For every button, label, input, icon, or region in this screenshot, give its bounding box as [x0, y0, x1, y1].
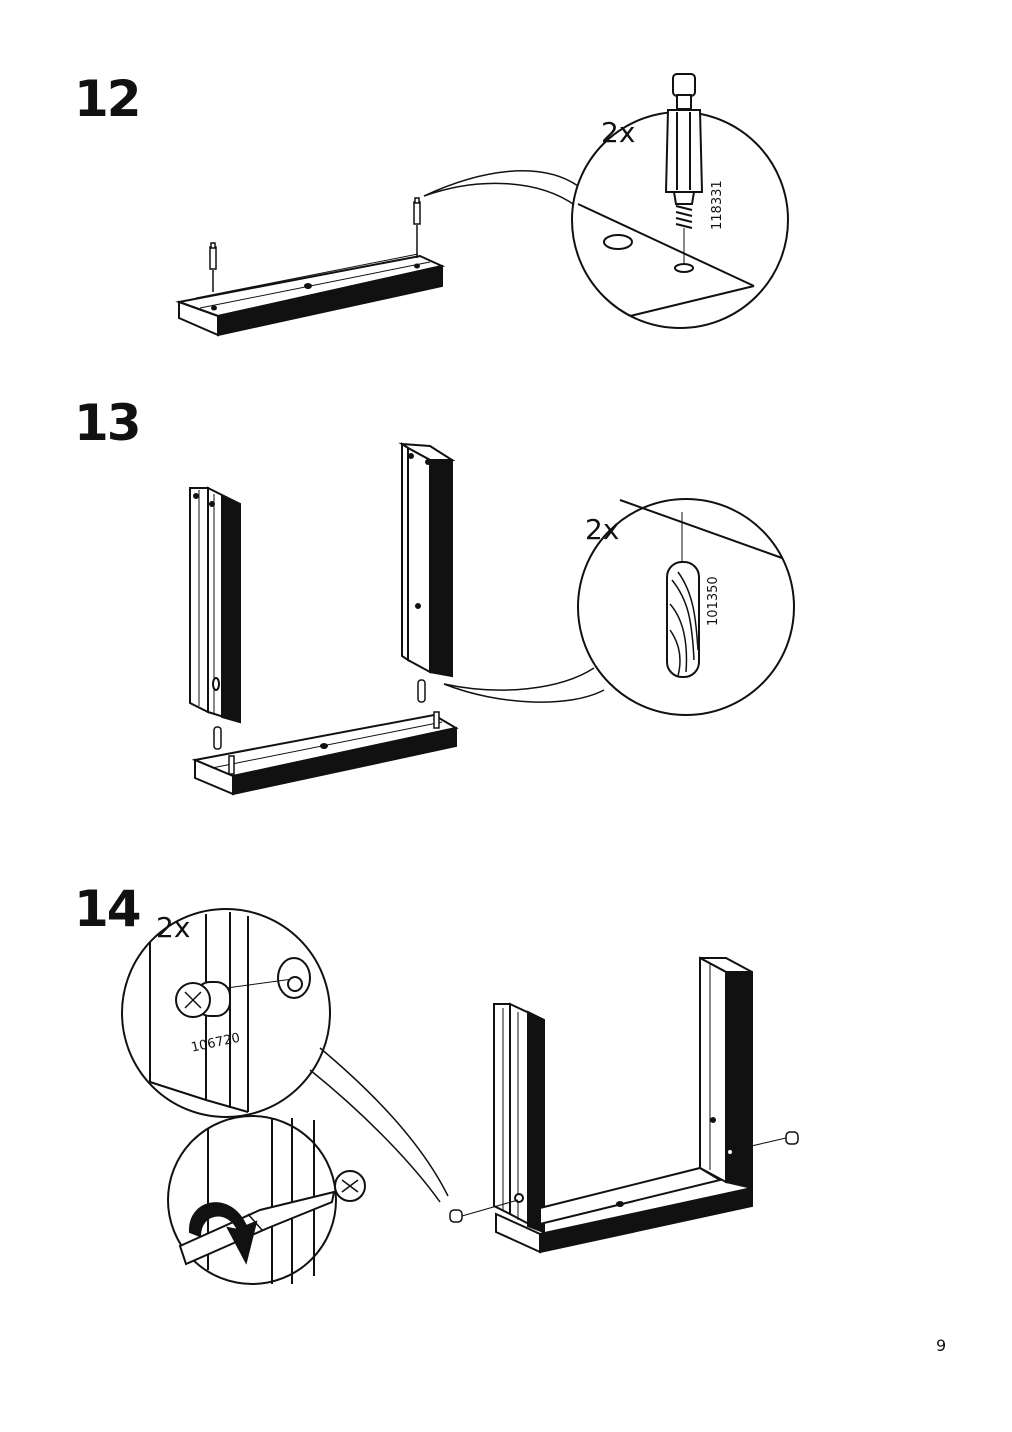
wooden-dowel-icon: [214, 680, 439, 774]
quantity-label-12: 2x: [601, 116, 636, 149]
step-number-12: 12: [74, 70, 142, 128]
side-panel-left-13: [190, 488, 240, 722]
step-number-14: 14: [74, 880, 142, 938]
side-panel-right-13: [402, 444, 452, 676]
u-frame-assembly: [494, 958, 752, 1252]
base-panel-13: [195, 715, 456, 794]
step-number-13: 13: [74, 394, 142, 452]
screw-dowel-icon: [210, 198, 420, 292]
cam-lock-icon: [450, 1132, 798, 1222]
cam-lock-icon: [176, 977, 302, 1017]
wooden-dowel-icon: [667, 562, 699, 677]
page-number: 9: [936, 1336, 947, 1355]
quantity-label-13: 2x: [585, 513, 620, 546]
cam-lock-icon: [335, 1171, 365, 1201]
rotate-arrow-icon: [190, 1203, 256, 1262]
screw-dowel-icon: [666, 74, 702, 264]
base-panel-12: [179, 254, 442, 335]
quantity-label-14: 2x: [156, 911, 191, 944]
